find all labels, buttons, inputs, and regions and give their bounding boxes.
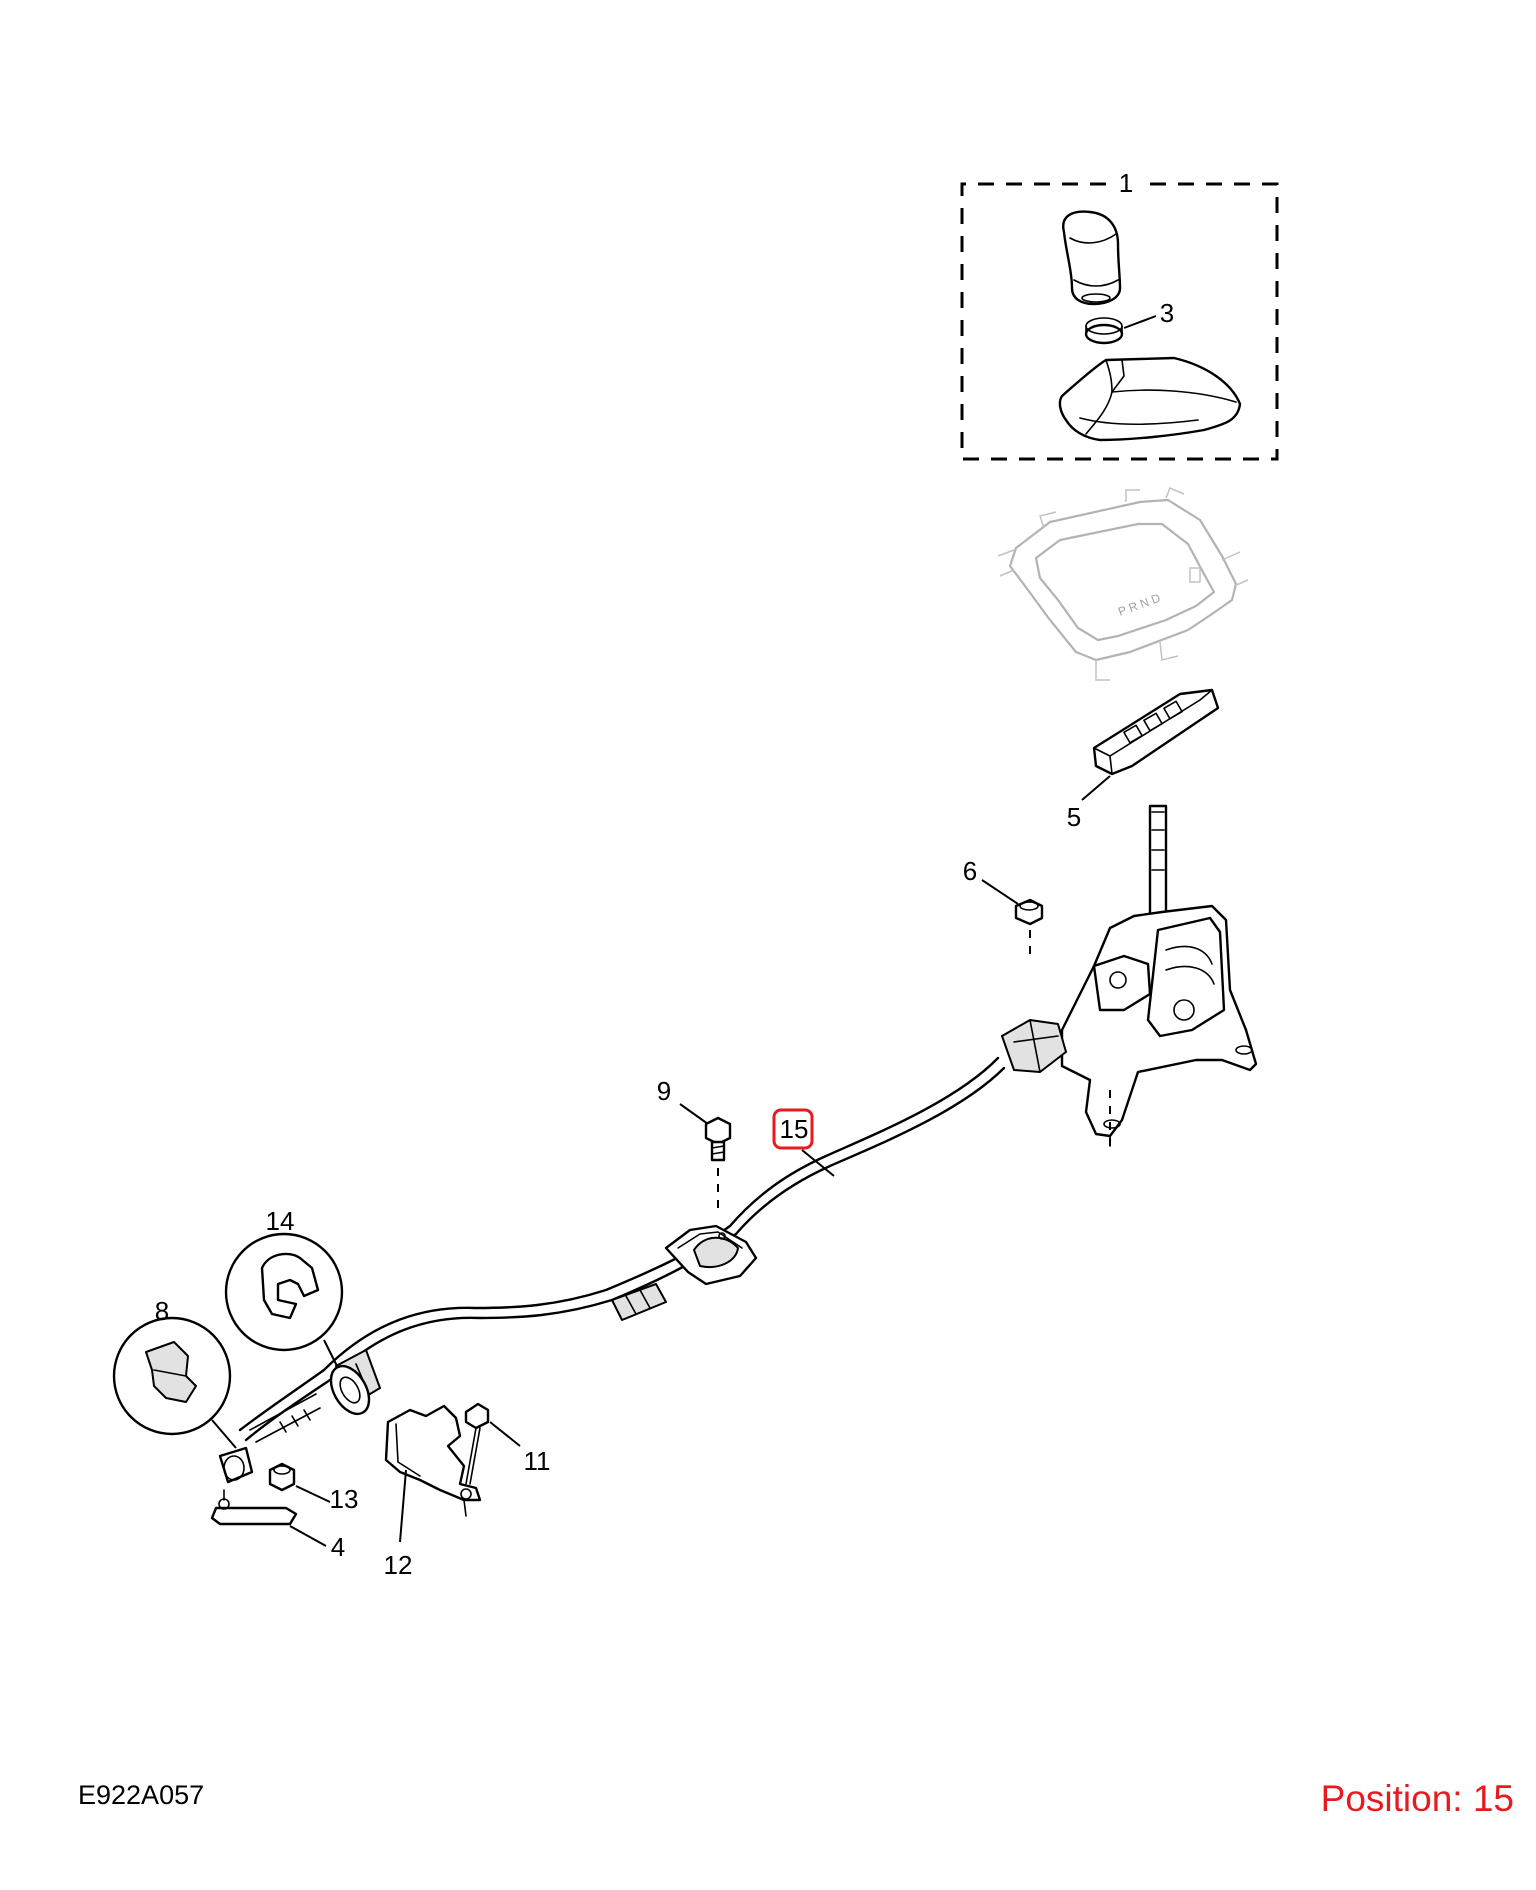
cable-bushing-detail xyxy=(112,1316,237,1449)
cable-clip[interactable] xyxy=(323,1359,377,1420)
callout-13[interactable]: 13 xyxy=(330,1484,359,1514)
callout-6[interactable]: 6 xyxy=(963,856,977,886)
grommet-bolt[interactable] xyxy=(704,1116,732,1162)
svg-text:P R N D: P R N D xyxy=(1116,591,1162,619)
callout-14[interactable]: 14 xyxy=(266,1206,295,1236)
position-indicator: Position: 15 xyxy=(1320,1778,1514,1819)
knob-ring[interactable] xyxy=(1084,317,1124,345)
cable-clip-detail xyxy=(224,1232,344,1373)
cable-bracket[interactable] xyxy=(384,1404,482,1517)
kit-1-group: 1 3 xyxy=(960,168,1279,461)
cable-grommet[interactable] xyxy=(664,1224,758,1286)
callout-1[interactable]: 1 xyxy=(1119,168,1133,198)
shifter-assembly[interactable] xyxy=(1001,804,1258,1150)
bracket-bolt[interactable] xyxy=(464,1402,490,1485)
callout-8[interactable]: 8 xyxy=(155,1296,169,1326)
callout-9[interactable]: 9 xyxy=(657,1076,671,1106)
shift-knob[interactable] xyxy=(1062,210,1122,306)
lever-nut[interactable] xyxy=(268,1462,296,1492)
shift-lever[interactable] xyxy=(210,1489,298,1526)
shifter-nut[interactable] xyxy=(1014,898,1044,926)
cable-bushing[interactable] xyxy=(218,1446,254,1484)
callout-15[interactable]: 15 xyxy=(780,1114,809,1144)
callout-11[interactable]: 11 xyxy=(524,1446,551,1476)
kit-dashed-frame xyxy=(960,182,1279,461)
callout-15-highlight xyxy=(772,1108,814,1150)
shift-plate-bezel[interactable]: P R N D xyxy=(997,487,1249,681)
shifter-boot-trim[interactable] xyxy=(1058,356,1242,442)
callout-12[interactable]: 12 xyxy=(384,1550,413,1580)
callout-4[interactable]: 4 xyxy=(331,1532,345,1562)
callout-5[interactable]: 5 xyxy=(1067,802,1081,832)
callout-3[interactable]: 3 xyxy=(1160,298,1174,328)
shift-indicator-switch[interactable] xyxy=(1092,688,1220,776)
diagram-code: E922A057 xyxy=(78,1780,205,1810)
